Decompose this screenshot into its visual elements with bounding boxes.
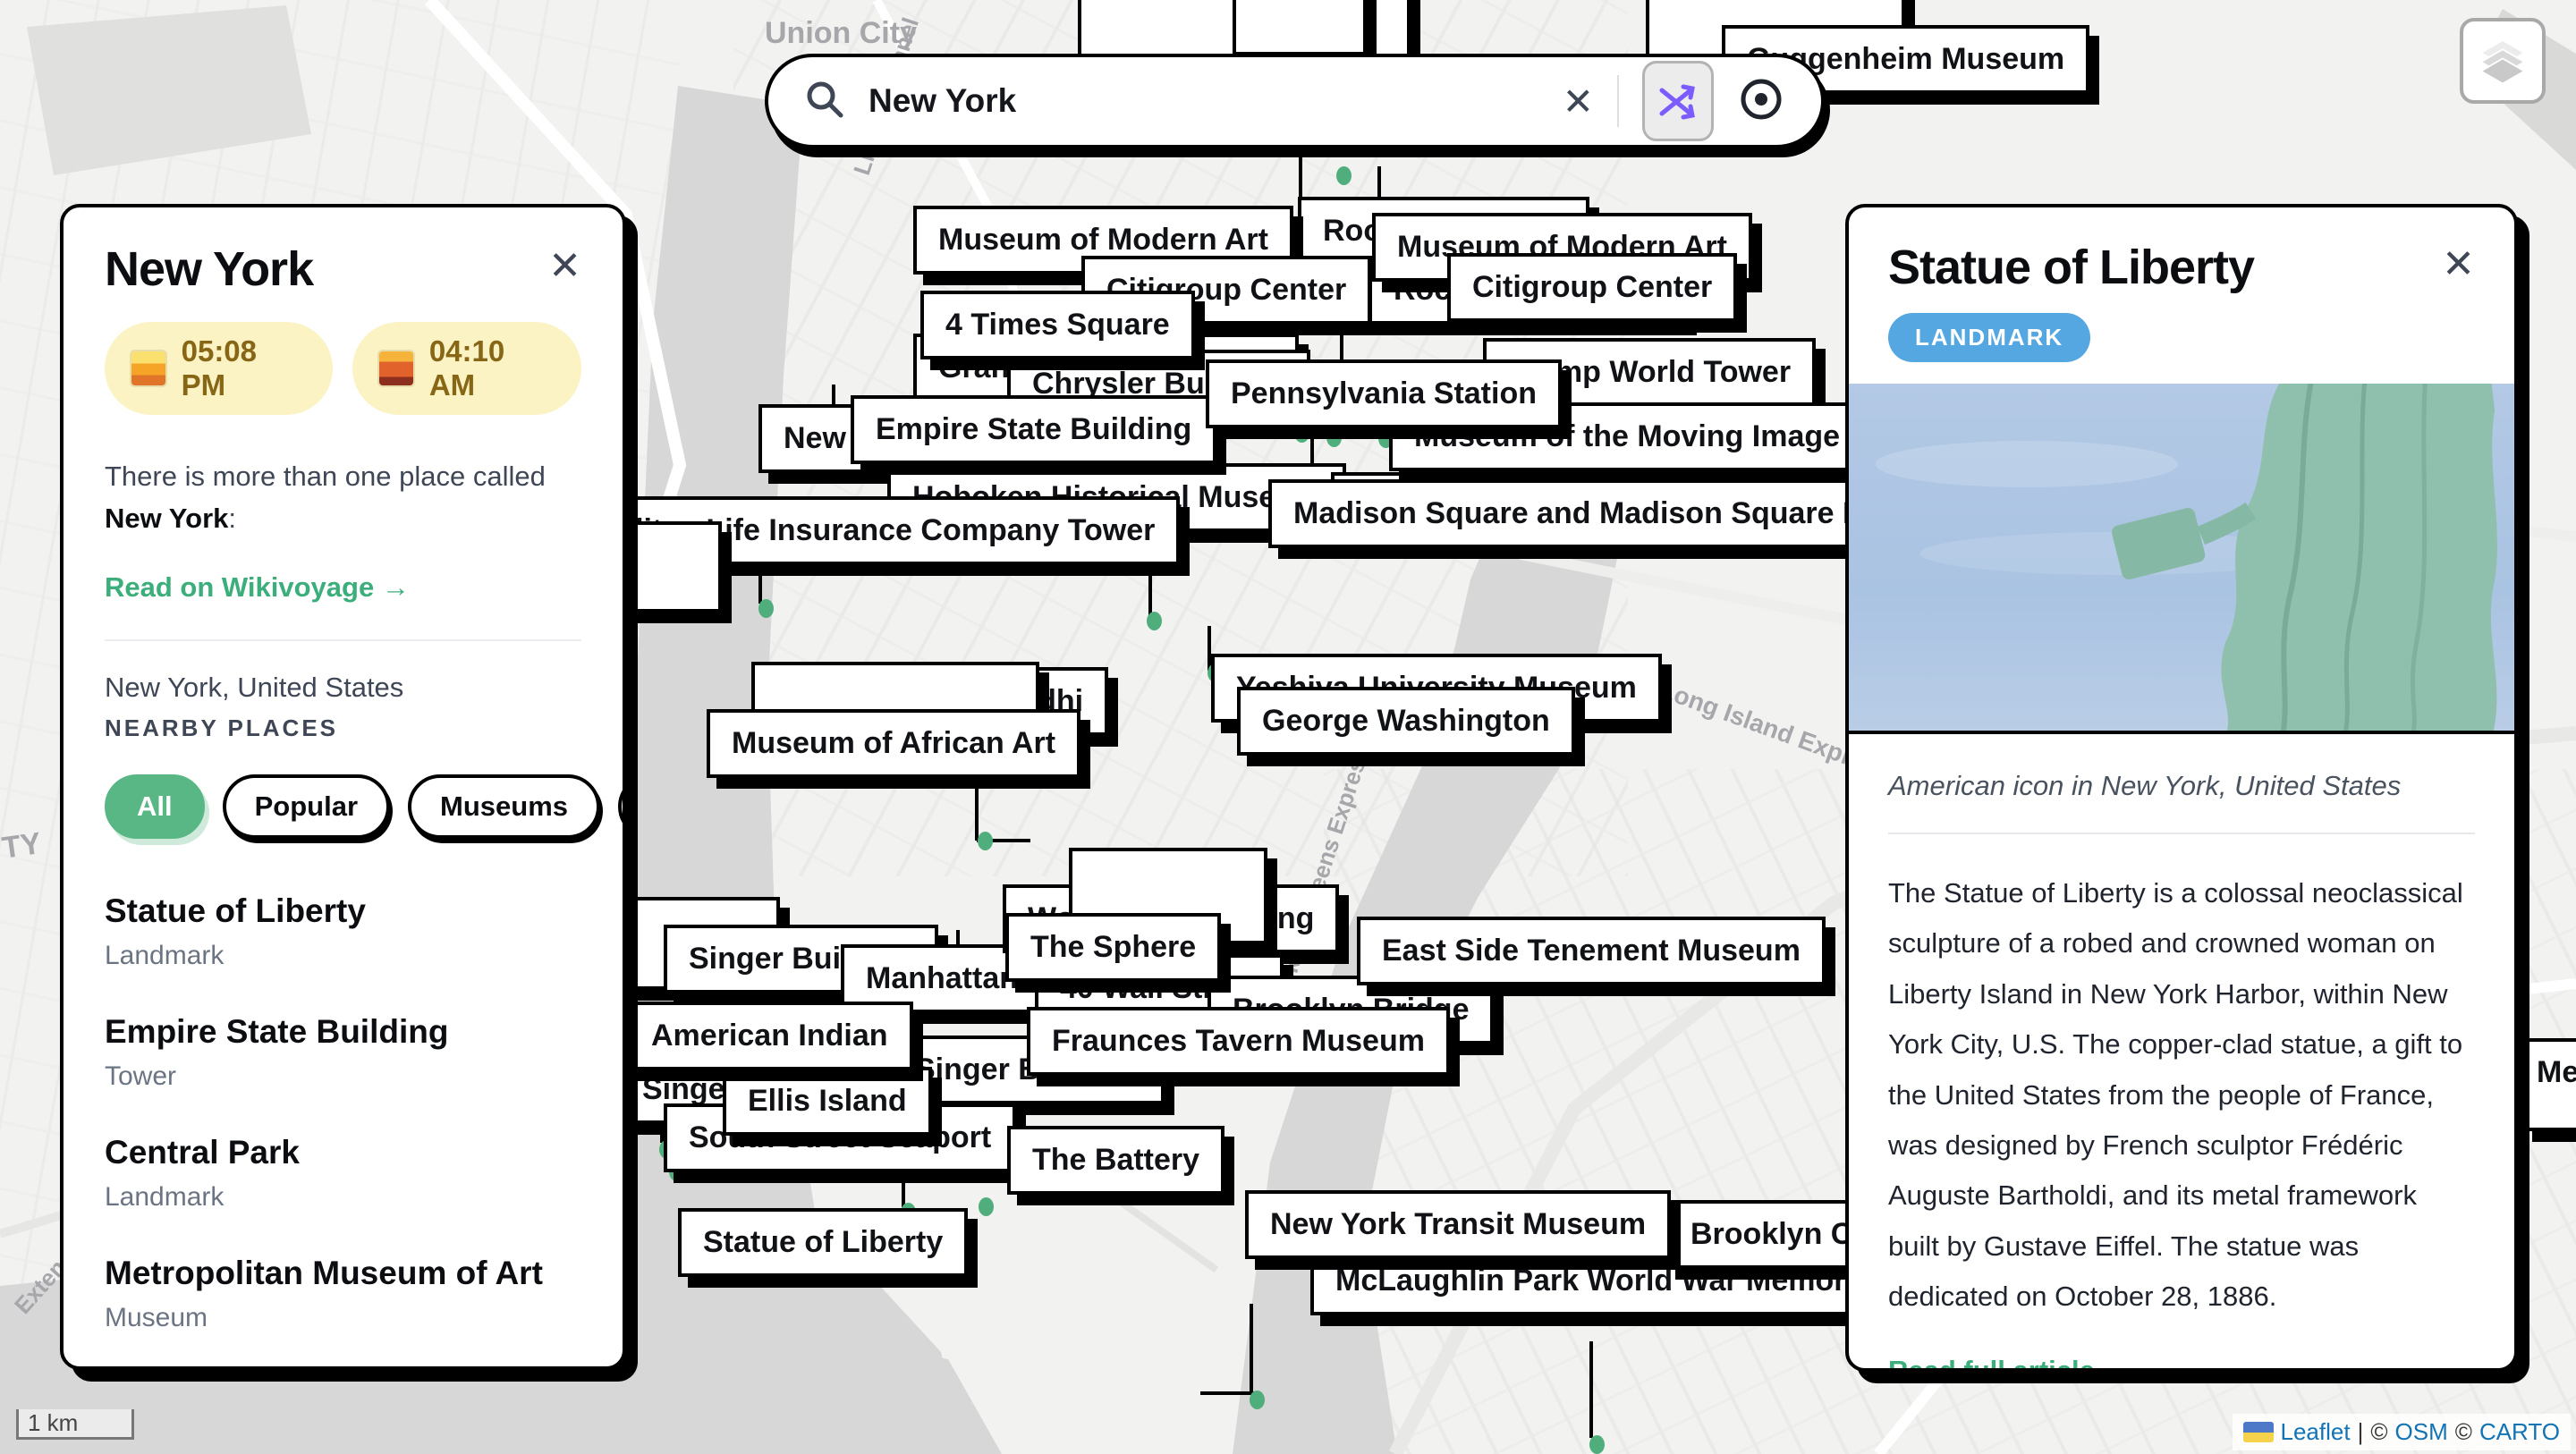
place-title: Statue of Liberty [105, 892, 366, 929]
filter-chip-popular[interactable]: Popular [222, 774, 391, 839]
place-subtitle: American icon in New York, United States [1888, 770, 2402, 801]
wikivoyage-link[interactable]: Read on Wikivoyage → [105, 571, 410, 603]
place-type: Landmark [105, 1182, 225, 1212]
read-full-article-link[interactable]: Read full article → [1888, 1354, 2131, 1372]
copyright: © [2454, 1418, 2472, 1445]
map-marker-dot[interactable] [979, 1197, 994, 1216]
marker-connector-line [1200, 1391, 1254, 1395]
map-marker-dot[interactable] [1589, 1435, 1605, 1454]
divider [1888, 833, 2475, 834]
place-photo [1849, 384, 2514, 734]
filter-chips: All Popular Museums Parks [105, 774, 623, 839]
map-marker-dot[interactable] [1336, 166, 1352, 185]
map-label[interactable]: Pennsylvania Station [1206, 359, 1562, 428]
divider [105, 639, 581, 641]
map-label[interactable]: American Indian [626, 1002, 913, 1070]
map-street-name: TY [0, 825, 44, 866]
marker-connector-line [1148, 572, 1152, 617]
category-badge: LANDMARK [1888, 313, 2091, 362]
map-label[interactable]: Madison Square and Madison Square Park [1268, 479, 1934, 548]
map-marker-dot[interactable] [978, 832, 993, 850]
nearby-places-label: NEARBY PLACES [105, 714, 339, 741]
place-title: Metropolitan Museum of Art [105, 1255, 543, 1291]
page-title: New York [105, 242, 314, 296]
map-label[interactable]: Statue of Liberty [678, 1208, 969, 1277]
search-bar[interactable]: New York ✕ [765, 54, 1825, 148]
copyright: © [2370, 1418, 2388, 1445]
city-dusk-icon [377, 350, 415, 387]
map-marker-dot[interactable] [1294, 424, 1309, 443]
map-label[interactable]: Ellis Island [723, 1067, 932, 1136]
map-label[interactable]: East Side Tenement Museum [1357, 917, 1826, 985]
target-icon[interactable] [1737, 75, 1785, 128]
map-marker-dot[interactable] [1147, 612, 1162, 630]
carto-link[interactable]: CARTO [2479, 1418, 2560, 1445]
place-type: Museum [105, 1303, 208, 1332]
filter-chip-museums[interactable]: Museums [408, 774, 601, 839]
disambiguation-text: There is more than one place called New … [105, 461, 546, 534]
marker-connector-line [1589, 1341, 1593, 1438]
shuffle-icon[interactable] [1642, 61, 1714, 141]
layers-icon[interactable] [2460, 18, 2546, 104]
filter-chip-parks[interactable]: Parks [618, 774, 623, 839]
leaflet-link[interactable]: Leaflet [2280, 1418, 2351, 1445]
map-scale-bar: 1 km [16, 1409, 134, 1440]
place-type: Landmark [105, 941, 225, 970]
close-icon[interactable]: ✕ [2442, 242, 2475, 286]
map-attribution: Leaflet | © OSM © CARTO [2232, 1414, 2571, 1450]
place-title: Central Park [105, 1134, 300, 1171]
marker-connector-line [975, 769, 979, 841]
sunrise-icon [130, 350, 167, 387]
attribution-sep: | [2357, 1418, 2364, 1445]
map-marker-dot[interactable] [1250, 1391, 1265, 1409]
map-marker-dot[interactable] [758, 599, 774, 618]
filter-chip-all[interactable]: All [105, 774, 205, 839]
article-text: The Statue of Liberty is a colossal neoc… [1888, 877, 2463, 1313]
marker-connector-line [758, 545, 762, 604]
sunrise-time: 04:10 AM [428, 334, 505, 402]
place-title: Empire State Building [105, 1013, 449, 1050]
sunset-time: 05:08 PM [181, 334, 258, 402]
map-label[interactable]: New York Transit Museum [1245, 1190, 1672, 1259]
map-label[interactable]: Empire State Building [851, 395, 1217, 464]
marker-connector-line [1208, 626, 1211, 671]
marker-connector-line [902, 1154, 905, 1207]
map-label[interactable]: Museum of African Art [707, 709, 1081, 778]
marker-connector-line [977, 839, 1030, 842]
location-line: New York, United States [105, 672, 404, 703]
map-label[interactable]: Museum of the Moving Image [1389, 402, 1866, 471]
map-marker-dot[interactable] [1326, 428, 1342, 447]
map-label[interactable]: Citigroup Center [1447, 253, 1738, 322]
map-label[interactable]: The Sphere [1005, 913, 1222, 982]
map-label[interactable]: George Washington [1237, 687, 1575, 756]
sunset-time-chip: 05:08 PM [105, 322, 334, 415]
search-input[interactable]: New York [869, 82, 1017, 119]
place-type: Tower [105, 1061, 177, 1091]
marker-connector-line [1310, 429, 1314, 492]
map-label[interactable]: The Battery [1007, 1126, 1225, 1195]
map-label[interactable]: Mem [2522, 1038, 2576, 1131]
map-label[interactable] [1233, 0, 1367, 55]
search-icon [804, 79, 845, 124]
map-label[interactable]: Citigroup Center [1081, 256, 1372, 325]
marker-connector-line [1250, 1304, 1253, 1393]
place-detail-panel: Statue of Liberty ✕ LANDMARK American ic… [1845, 204, 2518, 1372]
close-icon[interactable]: ✕ [548, 244, 581, 288]
divider [1617, 75, 1619, 127]
map-label[interactable]: 4 Times Square [920, 291, 1195, 359]
osm-link[interactable]: OSM [2394, 1418, 2448, 1445]
map-label[interactable]: Fraunces Tavern Museum [1027, 1007, 1450, 1076]
clear-x-icon[interactable]: ✕ [1562, 80, 1594, 123]
map-street-name: Union City [765, 16, 917, 50]
detail-title: Statue of Liberty [1888, 241, 2255, 294]
sunrise-time-chip: 04:10 AM [352, 322, 581, 415]
place-overview-panel: New York ✕ 05:08 PM 04:10 AM There is mo… [60, 204, 626, 1370]
marker-connector-line [1377, 166, 1381, 220]
ukraine-flag-icon [2242, 1422, 2274, 1442]
